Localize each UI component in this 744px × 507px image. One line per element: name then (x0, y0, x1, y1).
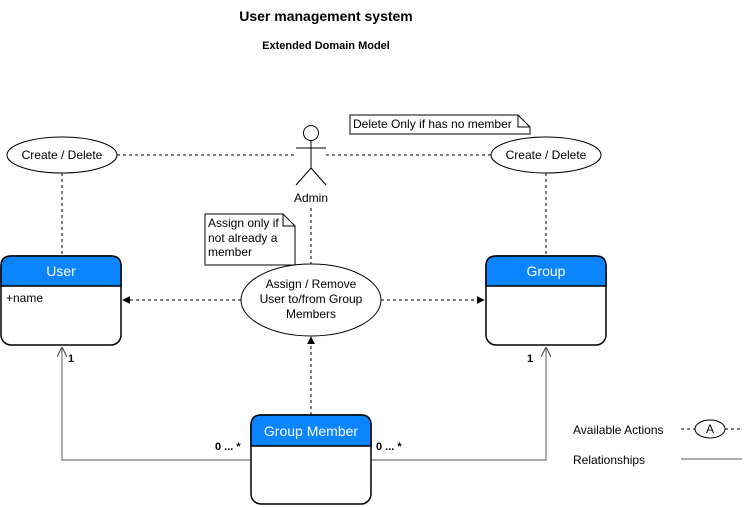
user-entity-attribute: +name (6, 291, 43, 305)
group-entity-title: Group (527, 263, 566, 279)
group-member-entity: Group Member (250, 414, 372, 505)
member-group-relationship (371, 348, 546, 461)
assign-only-note-line-1: Assign only if (208, 216, 279, 230)
group-entity: Group (485, 255, 607, 346)
admin-label: Admin (294, 191, 328, 205)
member-user-relationship (62, 348, 251, 461)
group-entity-header (485, 255, 607, 287)
user-create-delete-label: Create / Delete (22, 148, 103, 162)
assign-only-note-line-3: member (208, 245, 252, 259)
group-multiplicity: 1 (527, 353, 533, 365)
user-multiplicity: 1 (68, 353, 74, 365)
delete-only-note-text: Delete Only if has no member (353, 117, 512, 131)
assign-only-note-line-2: not already a (208, 231, 278, 245)
legend: Available Actions A Relationships (573, 419, 742, 467)
assign-remove-label-line-2: User to/from Group (260, 292, 363, 306)
assign-only-note: Assign only if not already a member (204, 213, 296, 266)
user-entity-header (0, 255, 122, 287)
group-member-entity-header (250, 414, 372, 447)
member-right-multiplicity: 0 ... * (376, 441, 402, 453)
member-left-multiplicity: 0 ... * (215, 441, 241, 453)
admin-actor: Admin (294, 125, 328, 205)
assign-remove-label-line-3: Members (286, 307, 336, 321)
user-entity-title: User (46, 263, 76, 279)
group-member-entity-title: Group Member (264, 423, 358, 439)
diagram-subtitle: Extended Domain Model (262, 40, 390, 52)
group-create-delete-label: Create / Delete (506, 148, 587, 162)
diagram-title: User management system (239, 8, 413, 24)
group-create-delete-action: Create / Delete (490, 136, 602, 174)
user-entity: User +name (0, 255, 122, 346)
user-create-delete-action: Create / Delete (6, 136, 118, 174)
delete-only-note: Delete Only if has no member (349, 114, 531, 135)
legend-available-actions-label: Available Actions (573, 423, 664, 437)
assign-remove-label-line-1: Assign / Remove (266, 277, 357, 291)
assign-remove-action: Assign / Remove User to/from Group Membe… (240, 263, 382, 337)
legend-action-symbol-label: A (706, 422, 714, 436)
legend-relationships-label: Relationships (573, 453, 645, 467)
